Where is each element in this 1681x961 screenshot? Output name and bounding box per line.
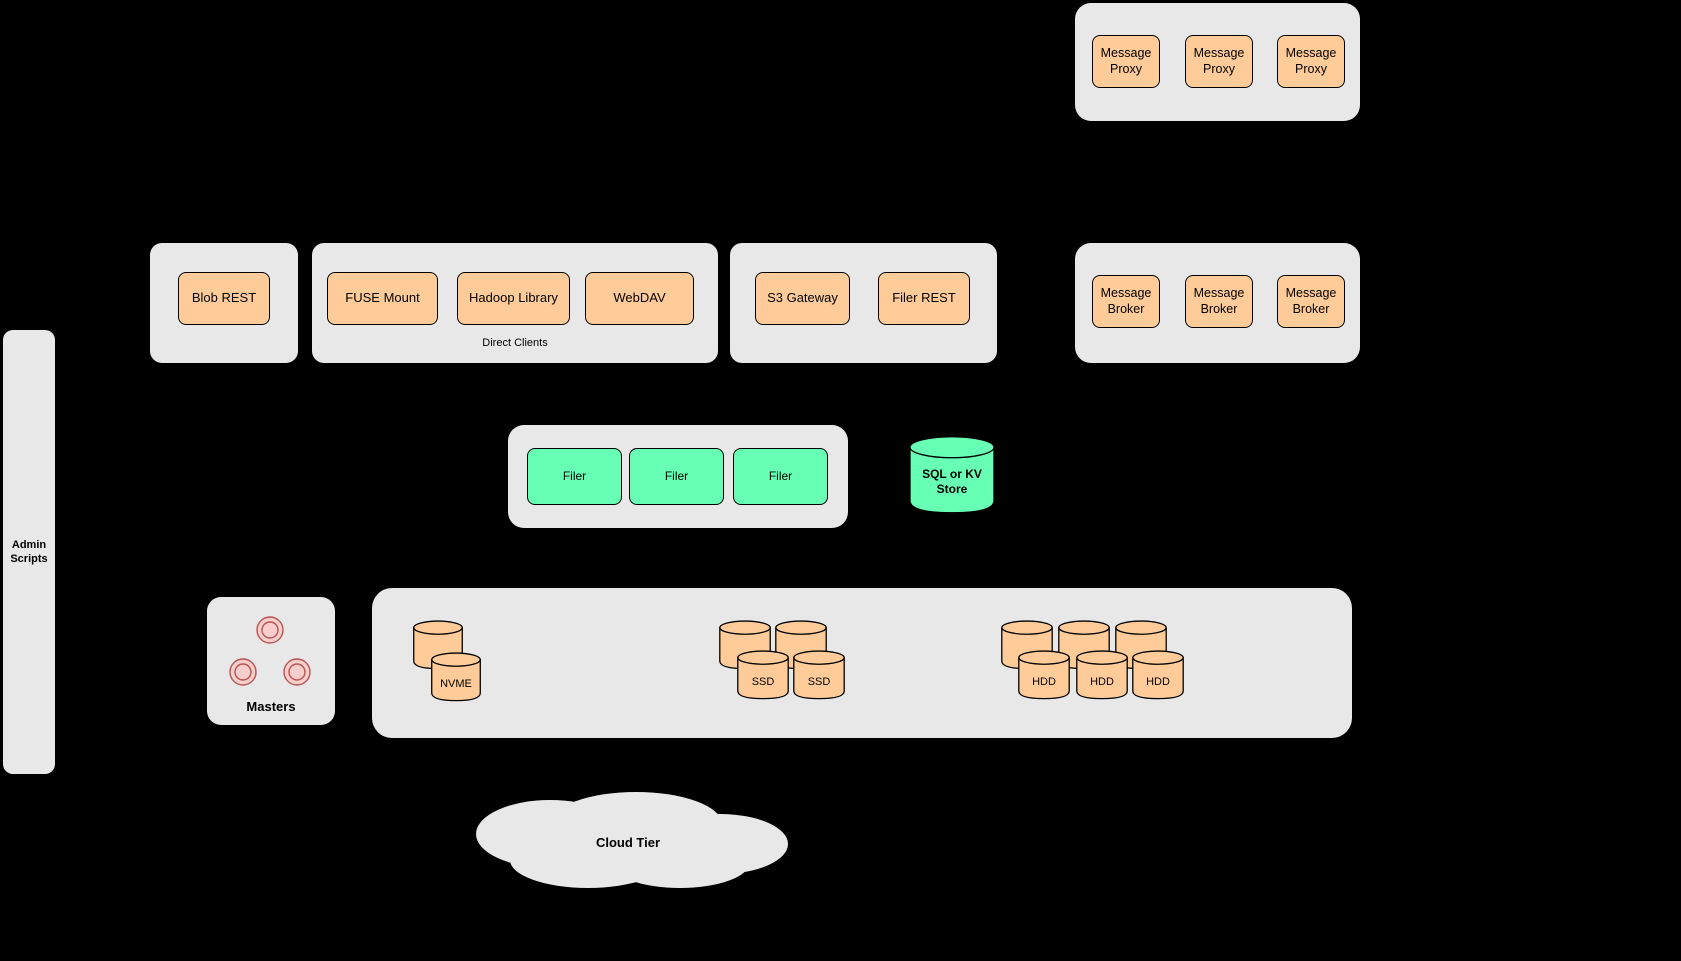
sql-kv-store-label: SQL or KV Store [922,467,982,496]
hdd-label: HDD [1090,676,1114,688]
message-broker-node: Message Broker [1277,275,1345,328]
message-proxy-node: Message Proxy [1185,35,1253,88]
sql-kv-store-cylinder-icon: SQL or KV Store [907,435,997,515]
message-broker-node: Message Broker [1185,275,1253,328]
master-node-icon [283,658,311,686]
cloud-tier-label: Cloud Tier [595,834,661,850]
fuse-mount-node: FUSE Mount [327,272,438,325]
masters-group: Masters [207,597,335,725]
filer-group: Filer Filer Filer [508,425,848,528]
webdav-node: WebDAV [585,272,694,325]
filer-rest-node: Filer REST [878,272,970,325]
hdd-cylinder-icon: HDD [1017,650,1071,700]
cloud-tier-icon: Cloud Tier [448,788,808,896]
master-node-icon [229,658,257,686]
admin-scripts-label: Admin Scripts [10,538,48,565]
blob-rest-node: Blob REST [178,272,270,325]
admin-scripts-panel: Admin Scripts [3,330,55,774]
message-broker-group: Message Broker Message Broker Message Br… [1075,243,1360,363]
master-node-icon [256,616,284,644]
volume-servers-group: NVME SSD SSD HDD [372,588,1352,738]
message-proxy-node: Message Proxy [1277,35,1345,88]
message-proxy-group: Message Proxy Message Proxy Message Prox… [1075,3,1360,121]
filer-node: Filer [629,448,724,505]
hdd-label: HDD [1032,676,1056,688]
message-broker-node: Message Broker [1092,275,1160,328]
masters-label: Masters [246,699,296,714]
gateway-group: S3 Gateway Filer REST [730,243,997,363]
hdd-label: HDD [1146,676,1170,688]
hadoop-library-node: Hadoop Library [457,272,570,325]
ssd-label: SSD [751,676,775,688]
hdd-cylinder-icon: HDD [1131,650,1185,700]
direct-clients-caption: Direct Clients [482,337,548,349]
nvme-cylinder-icon: NVME [430,652,482,702]
ssd-cylinder-icon: SSD [792,650,846,700]
filer-node: Filer [527,448,622,505]
message-proxy-node: Message Proxy [1092,35,1160,88]
hdd-cylinder-icon: HDD [1075,650,1129,700]
direct-clients-group: FUSE Mount Hadoop Library WebDAV Direct … [312,243,718,363]
ssd-label: SSD [807,676,831,688]
filer-node: Filer [733,448,828,505]
ssd-cylinder-icon: SSD [736,650,790,700]
s3-gateway-node: S3 Gateway [755,272,850,325]
nvme-label: NVME [440,678,472,690]
blob-rest-group: Blob REST [150,243,298,363]
